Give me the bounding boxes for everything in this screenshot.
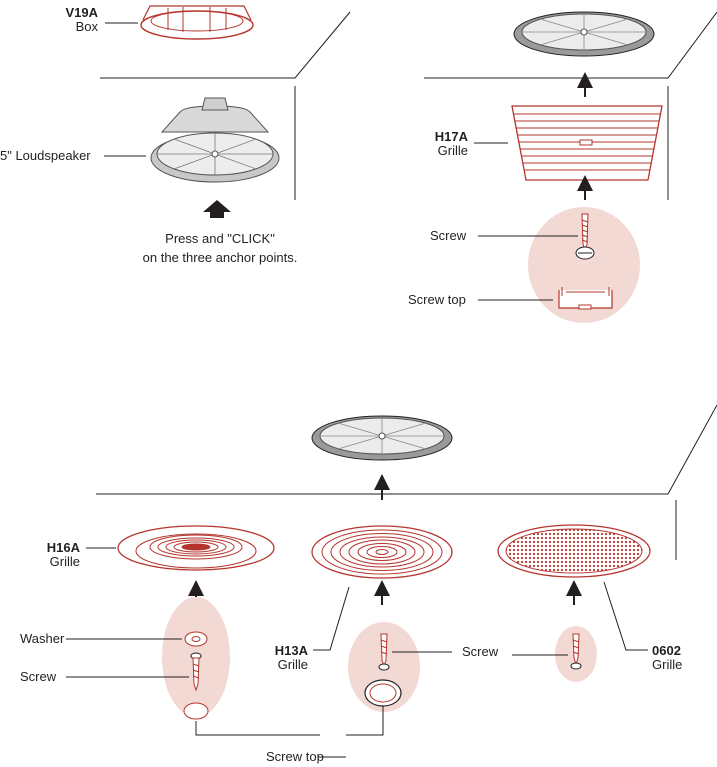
grille-h16a-name: Grille: [10, 555, 80, 569]
label-screw-h17a: Screw: [430, 229, 466, 243]
grille-h13a-drawing: [312, 526, 452, 578]
grille-h13a-name: Grille: [240, 658, 308, 672]
ceiling-speaker-drawing: [514, 12, 654, 56]
label-loudspeaker: 5" Loudspeaker: [0, 149, 91, 163]
instruction-text: Press and "CLICK" on the three anchor po…: [120, 232, 320, 265]
label-grille-0602: 0602 Grille: [652, 644, 682, 672]
label-grille-h16a: H16A Grille: [10, 541, 80, 569]
grille-h17a-drawing: [512, 106, 662, 180]
panel-round-grilles: [66, 405, 717, 757]
screw-top-icon: [184, 703, 208, 719]
instruction-line-2: on the three anchor points.: [120, 251, 320, 265]
grille-h16a-drawing: [118, 526, 274, 570]
instruction-line-1: Press and "CLICK": [120, 232, 320, 246]
grille-0602-name: Grille: [652, 658, 682, 672]
screw-top-icon: [559, 287, 612, 309]
label-screw-h16a: Screw: [20, 670, 56, 684]
label-washer: Washer: [20, 632, 64, 646]
leader-screw-top: [196, 721, 320, 735]
label-screw-top-round: Screw top: [266, 750, 324, 764]
leader-0602: [604, 582, 648, 650]
grille-h17a-code: H17A: [400, 130, 468, 144]
loudspeaker-drawing: [151, 98, 279, 182]
label-grille-h13a: H13A Grille: [240, 644, 308, 672]
label-grille-h17a: H17A Grille: [400, 130, 468, 158]
box-v19a-drawing: [141, 6, 253, 39]
box-code: V19A: [30, 6, 98, 20]
grille-h16a-code: H16A: [10, 541, 80, 555]
ceiling-speaker-drawing: [312, 416, 452, 460]
grille-h17a-name: Grille: [400, 144, 468, 158]
label-screw-top-h17a: Screw top: [408, 293, 466, 307]
grille-0602-code: 0602: [652, 644, 682, 658]
label-box-v19a: V19A Box: [30, 6, 98, 34]
label-screw-mid: Screw: [462, 645, 498, 659]
leader-h13a: [313, 587, 349, 650]
grille-0602-drawing: [498, 525, 650, 577]
push-arrow-icon: [203, 200, 231, 218]
panel-h17a: [424, 12, 717, 323]
panel-box-speaker: [100, 6, 350, 218]
washer-icon: [185, 632, 207, 646]
grille-h13a-code: H13A: [240, 644, 308, 658]
box-name: Box: [30, 20, 98, 34]
